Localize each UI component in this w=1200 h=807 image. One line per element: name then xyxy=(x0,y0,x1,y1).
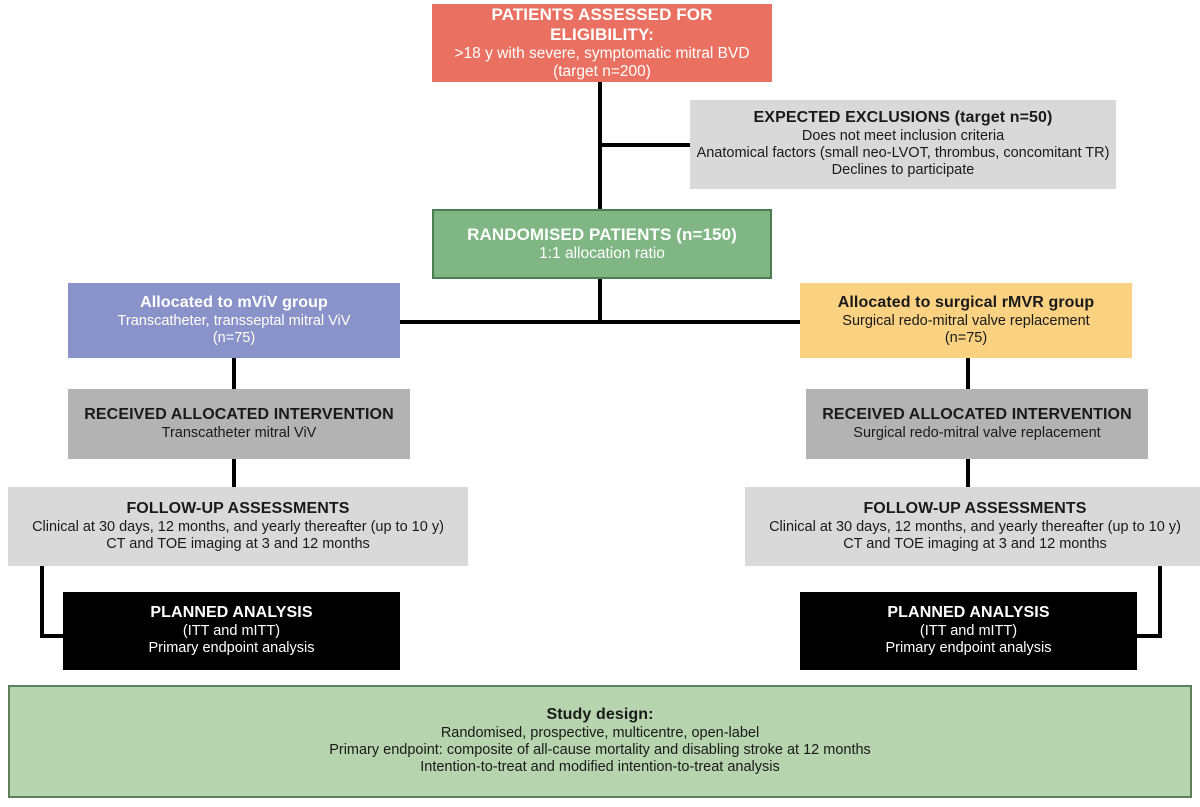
box-right-follow-up-assessments[interactable]: FOLLOW-UP ASSESSMENTS Clinical at 30 day… xyxy=(745,487,1200,566)
left-followup-title: FOLLOW-UP ASSESSMENTS xyxy=(126,499,350,517)
connector-left-followup-elbow-vertical xyxy=(40,566,44,638)
box-right-received-allocated-intervention[interactable]: RECEIVED ALLOCATED INTERVENTION Surgical… xyxy=(806,389,1148,459)
right-analysis-title: PLANNED ANALYSIS xyxy=(887,604,1050,622)
study-design-line-1: Randomised, prospective, multicentre, op… xyxy=(440,725,760,742)
connector-left-alloc-to-intervention xyxy=(232,357,236,389)
box-patients-assessed-for-eligibility[interactable]: PATIENTS ASSESSED FOR ELIGIBILITY: >18 y… xyxy=(432,4,772,82)
left-analysis-line-1: (ITT and mITT) xyxy=(182,623,281,640)
left-intervention-line-1: Transcatheter mitral ViV xyxy=(161,424,317,441)
study-design-line-2: Primary endpoint: composite of all-cause… xyxy=(329,742,871,759)
left-analysis-title: PLANNED ANALYSIS xyxy=(150,604,313,622)
right-intervention-title: RECEIVED ALLOCATED INTERVENTION xyxy=(822,406,1132,423)
right-intervention-line-1: Surgical redo-mitral valve replacement xyxy=(853,424,1101,441)
right-followup-line-1: Clinical at 30 days, 12 months, and year… xyxy=(769,518,1181,535)
eligibility-line-2: (target n=200) xyxy=(553,63,651,81)
randomised-title: RANDOMISED PATIENTS (n=150) xyxy=(467,224,737,244)
box-right-planned-analysis[interactable]: PLANNED ANALYSIS (ITT and mITT) Primary … xyxy=(800,592,1137,670)
box-left-planned-analysis[interactable]: PLANNED ANALYSIS (ITT and mITT) Primary … xyxy=(63,592,400,670)
box-randomised-patients[interactable]: RANDOMISED PATIENTS (n=150) 1:1 allocati… xyxy=(432,209,772,279)
box-left-follow-up-assessments[interactable]: FOLLOW-UP ASSESSMENTS Clinical at 30 day… xyxy=(8,487,468,566)
exclusions-line-1: Does not meet inclusion criteria xyxy=(801,128,1005,145)
connector-eligibility-to-exclusions xyxy=(598,143,690,147)
left-allocation-title: Allocated to mViV group xyxy=(140,293,328,311)
randomised-line-1: 1:1 allocation ratio xyxy=(539,244,665,262)
right-followup-title: FOLLOW-UP ASSESSMENTS xyxy=(863,499,1087,517)
box-expected-exclusions[interactable]: EXPECTED EXCLUSIONS (target n=50) Does n… xyxy=(690,100,1116,189)
right-allocation-title: Allocated to surgical rMVR group xyxy=(837,293,1095,311)
right-analysis-line-2: Primary endpoint analysis xyxy=(885,640,1052,657)
left-allocation-line-1: Transcatheter, transseptal mitral ViV xyxy=(117,312,351,329)
eligibility-title: PATIENTS ASSESSED FOR ELIGIBILITY: xyxy=(491,4,713,44)
connector-right-followup-elbow-vertical xyxy=(1158,566,1162,638)
connector-right-alloc-to-intervention xyxy=(966,357,970,389)
box-allocated-mviv-group[interactable]: Allocated to mViV group Transcatheter, t… xyxy=(68,283,400,358)
exclusions-line-2: Anatomical factors (small neo-LVOT, thro… xyxy=(696,145,1110,162)
left-allocation-line-2: (n=75) xyxy=(212,329,256,346)
left-followup-line-1: Clinical at 30 days, 12 months, and year… xyxy=(32,518,444,535)
connector-allocation-split xyxy=(398,320,802,324)
left-analysis-line-2: Primary endpoint analysis xyxy=(148,640,315,657)
study-design-title: Study design: xyxy=(546,706,654,724)
left-intervention-title: RECEIVED ALLOCATED INTERVENTION xyxy=(84,406,394,423)
right-analysis-line-1: (ITT and mITT) xyxy=(919,623,1018,640)
study-design-line-3: Intention-to-treat and modified intentio… xyxy=(420,759,780,776)
box-left-received-allocated-intervention[interactable]: RECEIVED ALLOCATED INTERVENTION Transcat… xyxy=(68,389,410,459)
left-followup-line-2: CT and TOE imaging at 3 and 12 months xyxy=(106,535,370,552)
connector-left-elbow-to-analysis xyxy=(40,634,74,638)
eligibility-line-1: >18 y with severe, symptomatic mitral BV… xyxy=(454,44,750,62)
right-allocation-line-1: Surgical redo-mitral valve replacement xyxy=(842,312,1090,329)
connector-right-intervention-to-followup xyxy=(966,458,970,488)
box-allocated-surgical-rmvr-group[interactable]: Allocated to surgical rMVR group Surgica… xyxy=(800,283,1132,358)
exclusions-line-3: Declines to participate xyxy=(831,162,975,179)
right-allocation-line-2: (n=75) xyxy=(944,329,988,346)
connector-right-elbow-to-analysis xyxy=(1126,634,1162,638)
exclusions-title: EXPECTED EXCLUSIONS (target n=50) xyxy=(753,109,1053,127)
right-followup-line-2: CT and TOE imaging at 3 and 12 months xyxy=(843,535,1107,552)
connector-left-intervention-to-followup xyxy=(232,458,236,488)
connector-randomised-stem xyxy=(598,278,602,324)
box-study-design[interactable]: Study design: Randomised, prospective, m… xyxy=(8,685,1192,798)
